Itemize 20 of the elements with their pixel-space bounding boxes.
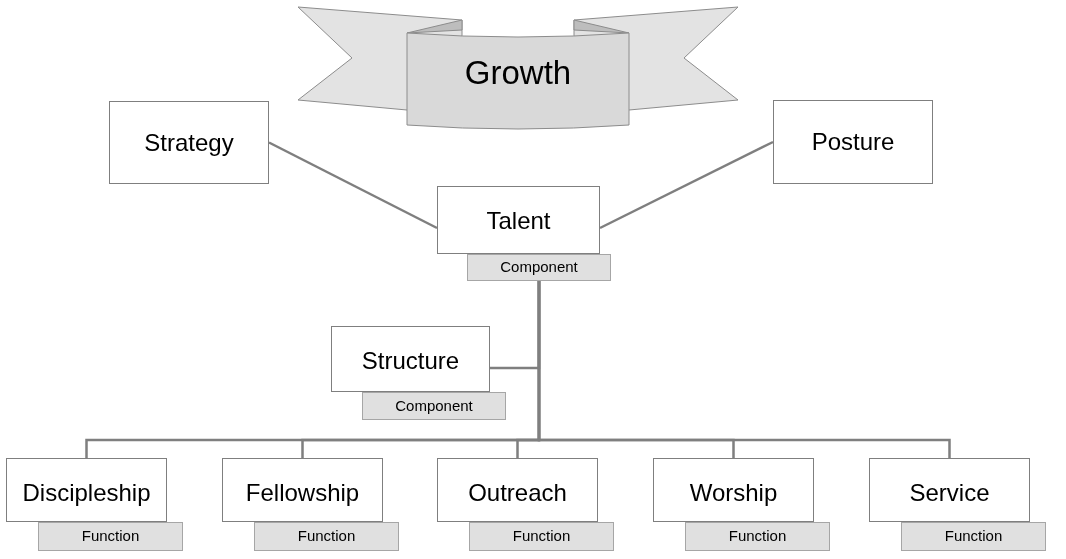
connector-line: [268, 141, 438, 230]
tag-label: Function: [469, 522, 614, 551]
process-box: Fellowship: [222, 458, 383, 522]
process-box: Talent: [437, 186, 600, 254]
process-box: Outreach: [437, 458, 598, 522]
process-box: Structure: [331, 326, 490, 392]
process-box: Discipleship: [6, 458, 167, 522]
tag-label: Function: [38, 522, 183, 551]
process-box: Strategy: [109, 101, 269, 184]
process-box: Posture: [773, 100, 933, 184]
banner-title: Growth: [463, 56, 573, 89]
tag-label: Component: [362, 392, 506, 420]
tag-label: Function: [254, 522, 399, 551]
connector-line: [599, 140, 774, 230]
process-box: Service: [869, 458, 1030, 522]
process-box: Worship: [653, 458, 814, 522]
tag-label: Function: [685, 522, 830, 551]
connector-line: [537, 281, 951, 458]
tag-label: Function: [901, 522, 1046, 551]
tag-label: Component: [467, 254, 611, 281]
